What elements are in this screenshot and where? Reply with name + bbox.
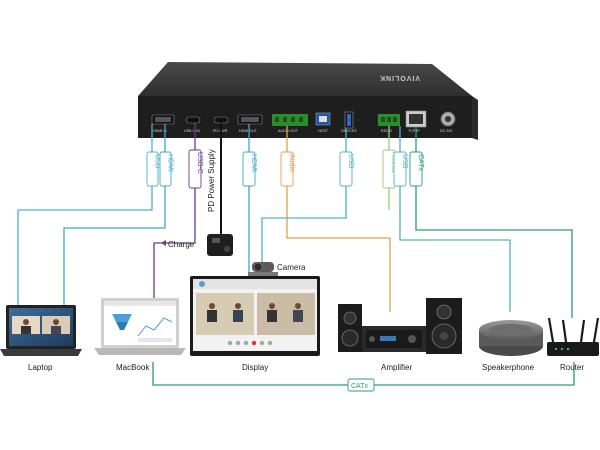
svg-text:USB-C: USB-C xyxy=(196,152,203,174)
charge-annotation: Charge xyxy=(161,240,195,249)
svg-text:HDMI: HDMI xyxy=(167,154,174,172)
cable-tag: USB xyxy=(146,151,161,187)
amplifier: Amplifier xyxy=(338,298,462,372)
svg-text:CATx: CATx xyxy=(351,383,368,390)
cable-macbook-usbc xyxy=(153,123,196,298)
svg-text:RS232: RS232 xyxy=(390,152,397,174)
device-label-display: Display xyxy=(242,363,268,372)
device-label-amplifier: Amplifier xyxy=(381,363,412,372)
cable-tag: USB xyxy=(393,151,408,187)
device-label-macbook: MacBook xyxy=(116,363,150,372)
port-hdmi-in xyxy=(151,114,175,125)
port-label: AUDIO OUT xyxy=(278,129,299,133)
speakerphone: Speakerphone xyxy=(479,320,543,372)
cable-tag: Audio xyxy=(280,151,295,187)
extender-device: VIVOLINK HDMI IN USB-C IN PD PWR HDMI OU… xyxy=(138,62,478,140)
device-top xyxy=(138,62,472,96)
port-pd-pwr xyxy=(213,116,229,124)
port-usbc-in xyxy=(185,116,201,124)
cable-tags: USB HDMI USB-C HDMI Audio USB RS232 USB xyxy=(146,149,424,392)
device-brand: VIVOLINK xyxy=(379,74,420,81)
cable-tag: USB xyxy=(339,151,354,187)
cable-laptop-usb xyxy=(17,124,153,305)
macbook: MacBook xyxy=(94,298,186,372)
cable-tag: HDMI xyxy=(159,151,174,187)
svg-text:HDMI: HDMI xyxy=(250,154,257,172)
port-tcpip xyxy=(405,110,427,128)
port-host xyxy=(315,112,331,126)
svg-text:USB: USB xyxy=(154,154,161,169)
pd-power-supply: PD Power Supply xyxy=(207,149,233,256)
svg-text:USB: USB xyxy=(401,154,408,169)
display: Display xyxy=(190,276,320,372)
port-devices xyxy=(344,111,354,129)
port-label: TCP/IP xyxy=(408,129,420,133)
device-label-speakerphone: Speakerphone xyxy=(482,363,535,372)
cable-laptop-hdmi xyxy=(63,124,166,305)
port-audio-out xyxy=(272,114,308,126)
charge-label: Charge xyxy=(168,240,195,249)
port-hdmi-out xyxy=(237,114,263,125)
svg-text:CATx: CATx xyxy=(417,154,424,171)
port-label: HDMI OUT xyxy=(239,129,258,133)
port-rs232 xyxy=(378,114,400,126)
port-label: HOST xyxy=(318,129,329,133)
port-label: RS232 xyxy=(381,129,392,133)
camera-label: Camera xyxy=(277,263,306,272)
device-label-laptop: Laptop xyxy=(28,363,53,372)
pd-power-label: PD Power Supply xyxy=(207,149,216,212)
port-label: HDMI IN xyxy=(153,129,167,133)
port-dc24v xyxy=(440,111,456,127)
port-label: USB-C IN xyxy=(184,129,200,133)
device-label-router: Router xyxy=(560,363,584,372)
svg-text:USB: USB xyxy=(347,154,354,169)
cable-tag: CATx xyxy=(409,151,424,187)
laptop: Laptop xyxy=(0,305,82,372)
cable-tag-bottom: CATx xyxy=(347,378,375,392)
port-label: DC 24V xyxy=(440,129,453,133)
cable-camera-usb xyxy=(261,128,347,262)
router: Router xyxy=(547,317,600,372)
camera: Camera xyxy=(248,262,306,276)
cable-tag: HDMI xyxy=(242,151,257,187)
port-label: DEVICES xyxy=(341,129,357,133)
svg-text:Audio: Audio xyxy=(288,154,295,172)
cable-tag: USB-C xyxy=(188,149,203,189)
cable-router-catx xyxy=(415,127,573,318)
